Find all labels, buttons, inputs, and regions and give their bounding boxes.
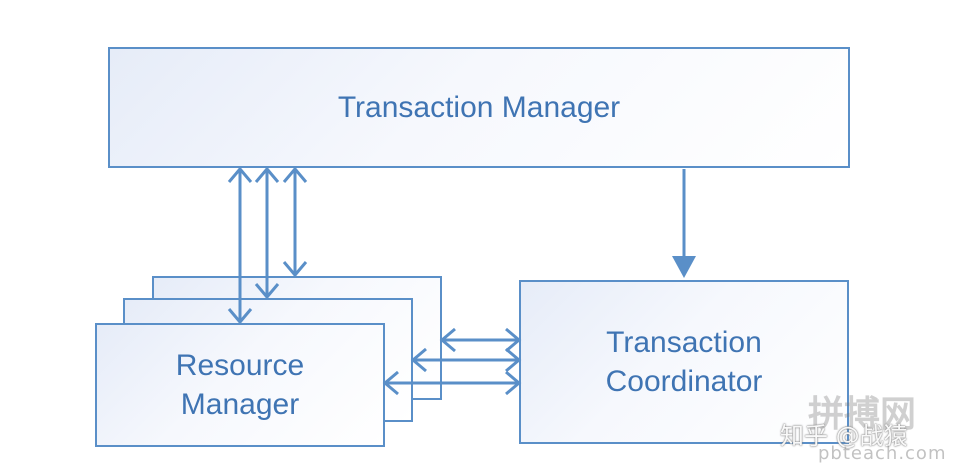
watermark-logo: 拼搏网 [808, 394, 917, 435]
transaction-coordinator-label: Transaction Coordinator [605, 326, 763, 398]
rm-tc-arrow-1 [439, 327, 522, 353]
watermark-author: 知乎 @战猿 [780, 422, 908, 450]
transaction-manager-box: Transaction Manager [108, 47, 850, 168]
tm-rm-arrow-2 [254, 166, 280, 300]
rm-tc-arrow-3 [382, 370, 522, 396]
rm-tc-arrow-2 [410, 347, 522, 373]
transaction-coordinator-box: Transaction Coordinator [519, 280, 849, 444]
tm-rm-arrow-1 [227, 166, 253, 325]
tm-tc-arrowhead [672, 256, 696, 278]
watermark-url: pbteach.com [818, 443, 947, 464]
resource-manager-box: Resource Manager [95, 323, 385, 447]
tm-rm-arrow-3 [282, 166, 308, 278]
transaction-manager-label: Transaction Manager [337, 91, 621, 124]
resource-manager-label: Resource Manager [175, 349, 305, 421]
